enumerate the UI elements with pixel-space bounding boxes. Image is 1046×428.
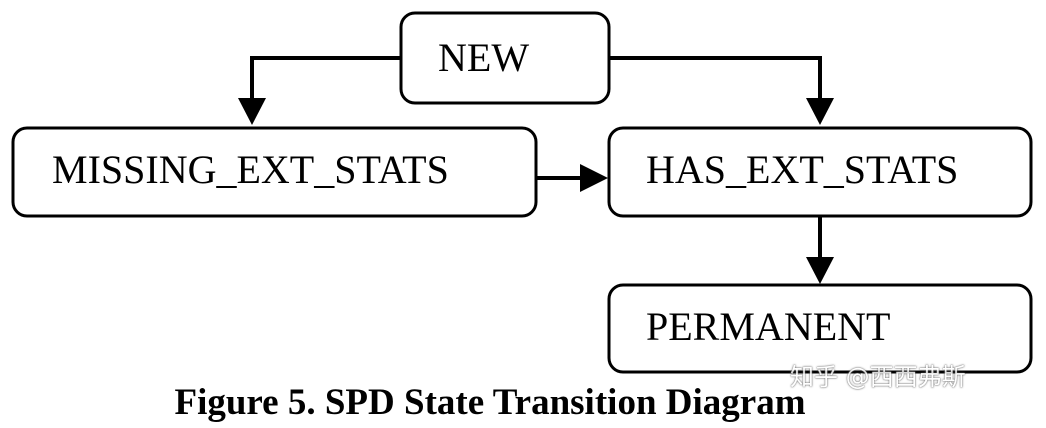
node-new: NEW <box>399 11 611 105</box>
node-new-label: NEW <box>438 35 529 80</box>
edge-has-to-permanent <box>806 216 834 284</box>
node-missing-ext-stats-label: MISSING_EXT_STATS <box>52 147 449 192</box>
edge-new-to-missing <box>238 56 401 125</box>
node-has-ext-stats-label: HAS_EXT_STATS <box>646 147 958 192</box>
node-permanent: PERMANENT <box>607 283 1033 374</box>
figure-caption: Figure 5. SPD State Transition Diagram <box>174 382 806 423</box>
watermark: 知乎 @西西弗斯 <box>790 363 966 391</box>
node-missing-ext-stats: MISSING_EXT_STATS <box>11 126 538 218</box>
edge-missing-to-has <box>537 164 608 192</box>
node-permanent-label: PERMANENT <box>646 304 890 349</box>
edge-new-to-has <box>609 56 834 125</box>
node-has-ext-stats: HAS_EXT_STATS <box>607 126 1033 218</box>
edges <box>238 56 834 284</box>
